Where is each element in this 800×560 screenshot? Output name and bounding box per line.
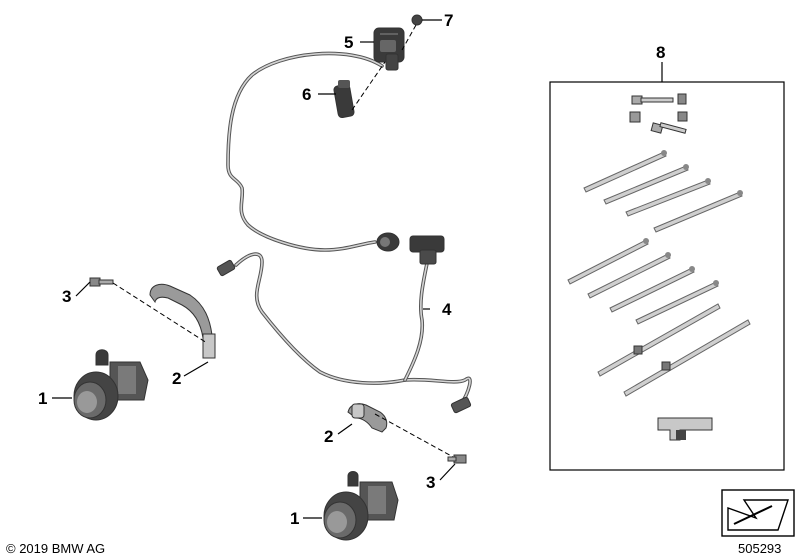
fog-light-left [73,349,149,421]
kit-hardware [629,93,688,134]
bracket-left [149,283,216,359]
callout-wiring-harness: 4 [442,300,452,319]
callout-bracket-left: 2 [172,369,181,388]
callout-connector: 6 [302,85,311,104]
callout-screw-right: 3 [426,473,435,492]
fog-light-right [323,471,399,541]
connector-part [333,61,386,119]
copyright-text: © 2019 BMW AG [6,541,105,556]
callout-fog-light-right: 1 [290,509,299,528]
switch-part [373,27,405,71]
screw-right [447,454,467,464]
diagram-arrow-icon [721,489,795,537]
kit-cable-ties [567,150,751,441]
kit-box [549,62,785,471]
callout-screw-left: 3 [62,287,71,306]
wiring-harness [216,51,472,414]
bracket-right [347,403,456,459]
nut-part [401,14,423,51]
callout-fog-light-left: 1 [38,389,47,408]
diagram-number: 505293 [738,541,781,556]
callout-nut: 7 [444,11,453,30]
callout-installation-kit: 8 [656,43,665,62]
callout-switch: 5 [344,33,353,52]
leader-lines [52,19,456,519]
callout-bracket-right: 2 [324,427,333,446]
